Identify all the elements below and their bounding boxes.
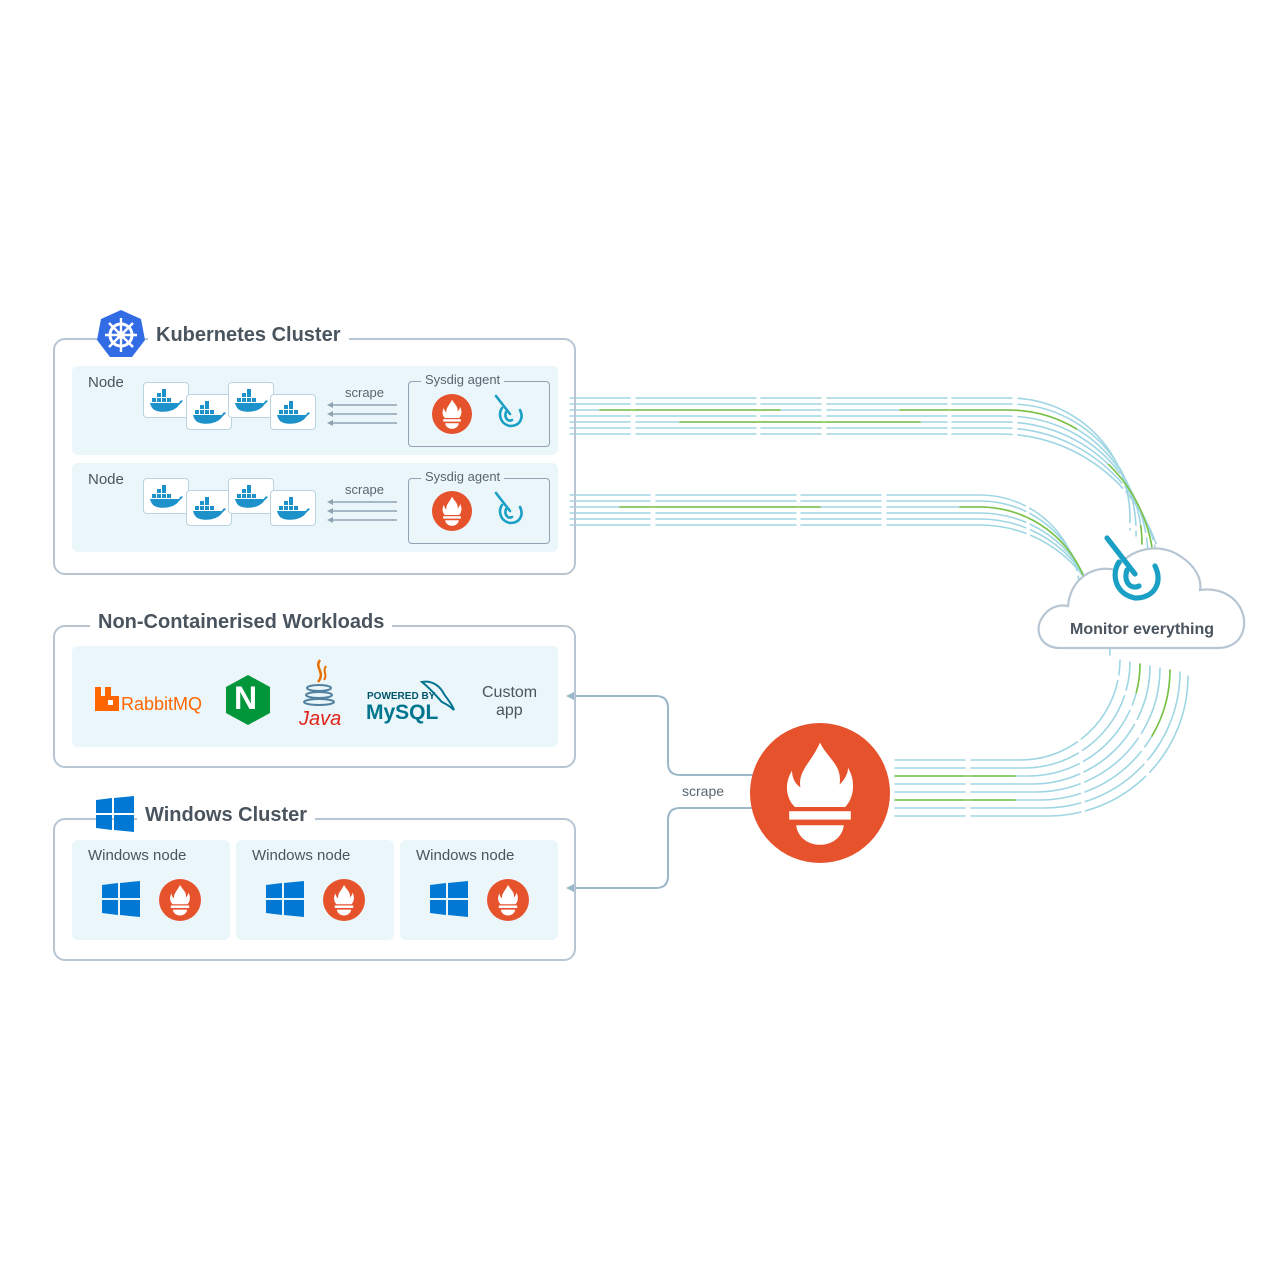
node-label: Node [88,471,124,488]
sysdig-icon [490,489,530,529]
docker-whale-icon [149,485,183,509]
sysdig-agent-box: Sysdig agent [408,372,550,447]
docker-whale-icon [234,389,268,413]
docker-whale-icon [276,497,310,521]
rabbitmq-label: RabbitMQ [121,694,203,714]
windows-logo-icon [266,881,304,917]
docker-whale-icon [276,401,310,425]
cloud-label: Monitor everything [1070,621,1215,638]
mysql-icon [418,676,456,714]
windows-logo-icon [102,881,140,917]
workloads-panel [72,646,558,747]
prometheus-icon [487,879,529,921]
sysdig-icon [490,392,530,432]
kubernetes-cluster-title: Kubernetes Cluster [148,324,349,347]
nginx-letter: N [234,680,258,716]
node-label: Node [88,374,124,391]
docker-whale-icon [149,389,183,413]
docker-icon [143,478,189,514]
docker-whale-icon [192,497,226,521]
windows-cluster-title: Windows Cluster [137,804,316,827]
prometheus-icon [432,394,472,434]
prometheus-icon [323,879,365,921]
docker-whale-icon [234,485,268,509]
custom-app-line1: Custom [482,684,538,701]
sysdig-agent-label: Sysdig agent [421,372,505,387]
bottom-flow-bundle [894,659,1189,817]
windows-node-panel [72,840,230,940]
rabbitmq-icon [94,686,120,712]
scrape-arrows [327,402,397,426]
docker-whale-icon [192,401,226,425]
scrape-arrows [327,499,397,523]
scrape-label: scrape [345,482,385,497]
java-icon [300,658,340,708]
prometheus-main-icon [750,723,890,863]
scrape-label: scrape [345,385,385,400]
mysql-powered-label: POWERED BY [367,691,436,702]
java-label: Java [299,708,342,730]
nginx-icon [225,674,271,726]
kubernetes-icon [95,308,147,360]
sysdig-agent-label: Sysdig agent [421,469,505,484]
mysql-label: MySQL [366,701,439,724]
prometheus-icon [159,879,201,921]
workloads-title: Non-Containerised Workloads [90,611,393,634]
custom-app-line2: app [496,702,523,719]
sysdig-agent-box: Sysdig agent [408,469,550,544]
windows-node-label: Windows node [416,847,515,864]
windows-node-label: Windows node [88,847,187,864]
windows-node-panel [400,840,558,940]
sysdig-cloud-icon [1095,530,1175,610]
windows-node-panel [236,840,394,940]
prometheus-scrape-label: scrape [682,783,725,799]
prometheus-icon [432,491,472,531]
scrape-arrows-right [572,695,755,889]
windows-node-label: Windows node [252,847,351,864]
windows-logo-icon [430,881,468,917]
windows-icon [96,796,134,832]
